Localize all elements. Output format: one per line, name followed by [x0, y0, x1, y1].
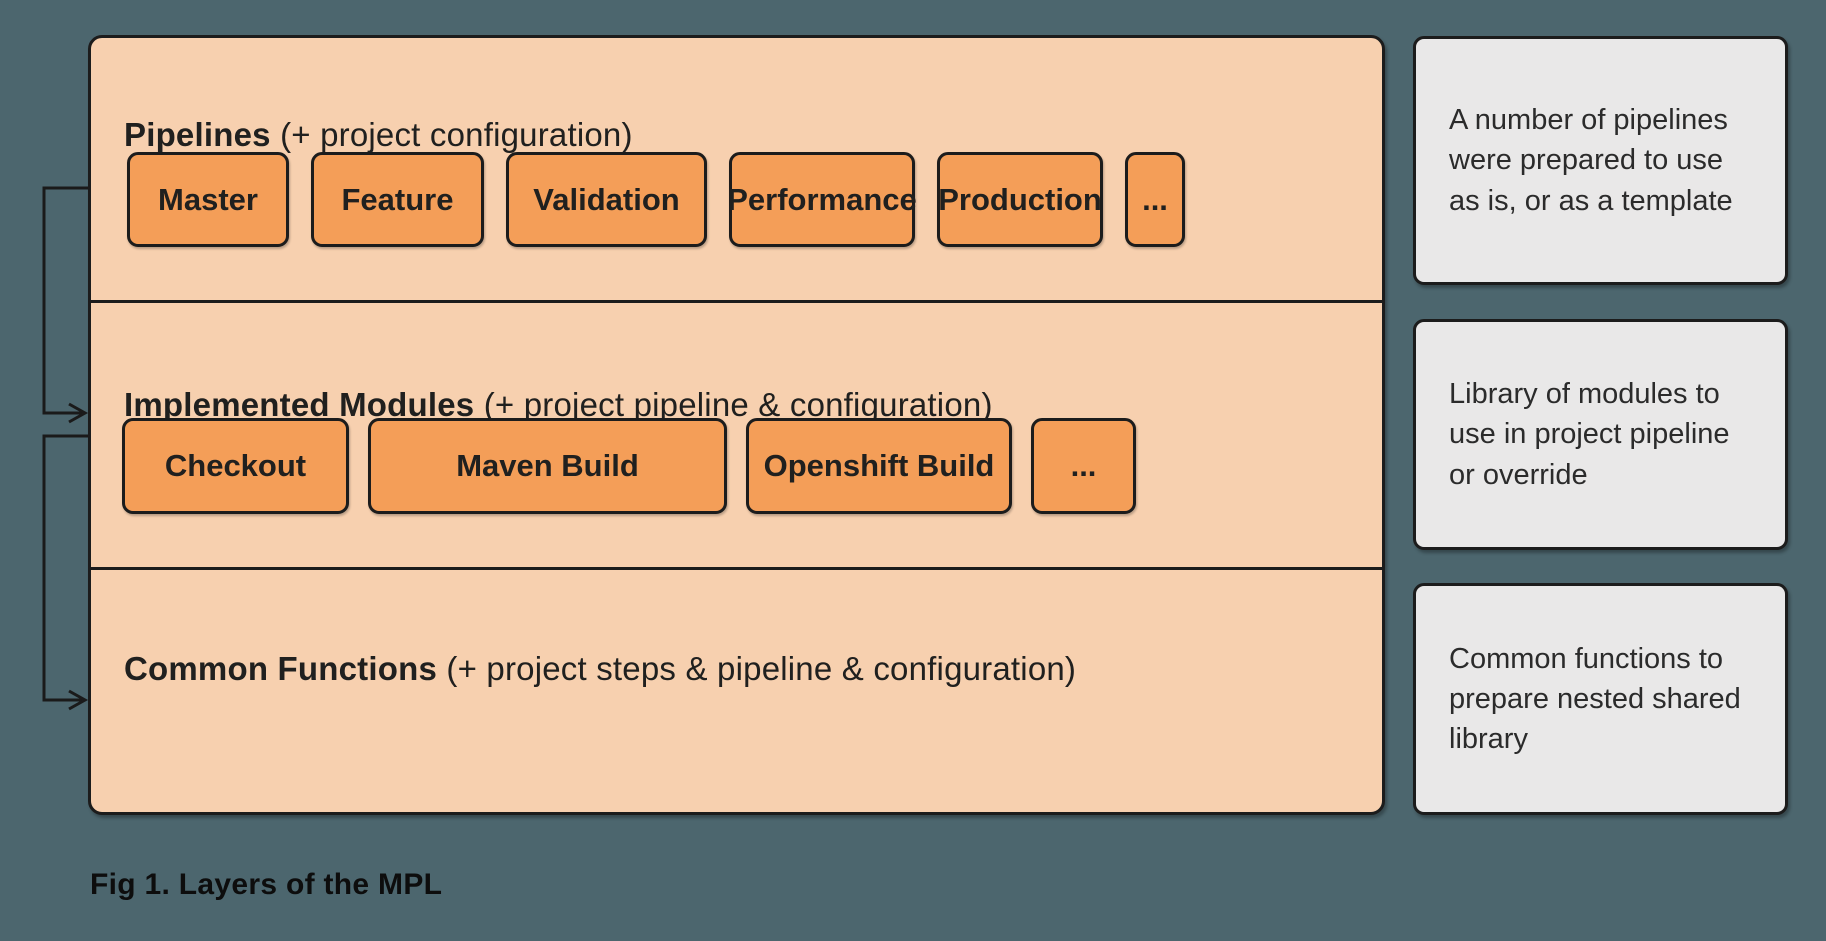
section-divider — [91, 567, 1382, 570]
arrowhead-common-functions — [68, 689, 89, 711]
pipelines-chip: Feature — [311, 152, 484, 247]
implemented-modules-chip: Checkout — [122, 418, 349, 514]
section-title-bold: Pipelines — [124, 116, 271, 153]
section-title-bold: Common Functions — [124, 650, 438, 687]
pipelines-chip: Master — [127, 152, 289, 247]
section-title-pipelines: Pipelines (+ project configuration) — [124, 116, 633, 154]
pipelines-chip: ... — [1125, 152, 1185, 247]
section-title-bold: Implemented Modules — [124, 386, 475, 423]
mpl-layers-panel: Pipelines (+ project configuration) Mast… — [88, 35, 1385, 815]
implemented-modules-chip: ... — [1031, 418, 1136, 514]
section-title-rest: (+ project pipeline & configuration) — [474, 386, 993, 423]
section-title-rest: (+ project steps & pipeline & configurat… — [437, 650, 1077, 687]
section-title-rest: (+ project configuration) — [270, 116, 633, 153]
note-text: A number of pipelines were prepared to u… — [1449, 104, 1733, 217]
implemented-modules-chip: Openshift Build — [746, 418, 1012, 514]
section-title-implemented-modules: Implemented Modules (+ project pipeline … — [124, 386, 993, 424]
figure-caption: Fig 1. Layers of the MPL — [90, 868, 443, 901]
implemented-modules-chip: Maven Build — [368, 418, 727, 514]
arrow-to-implemented-modules — [42, 186, 89, 415]
section-divider — [91, 300, 1382, 303]
arrowhead-implemented-modules — [68, 402, 89, 424]
note-pipelines: A number of pipelines were prepared to u… — [1413, 36, 1788, 285]
pipelines-chip: Production — [937, 152, 1103, 247]
note-modules: Library of modules to use in project pip… — [1413, 319, 1788, 550]
pipelines-chip: Performance — [727, 152, 917, 247]
arrow-to-common-functions — [42, 434, 89, 702]
note-text: Library of modules to use in project pip… — [1449, 378, 1730, 491]
note-text: Common functions to prepare nested share… — [1449, 642, 1741, 755]
section-title-common-functions: Common Functions (+ project steps & pipe… — [124, 650, 1076, 688]
pipelines-chip: Validation — [506, 152, 707, 247]
note-common-functions: Common functions to prepare nested share… — [1413, 583, 1788, 815]
